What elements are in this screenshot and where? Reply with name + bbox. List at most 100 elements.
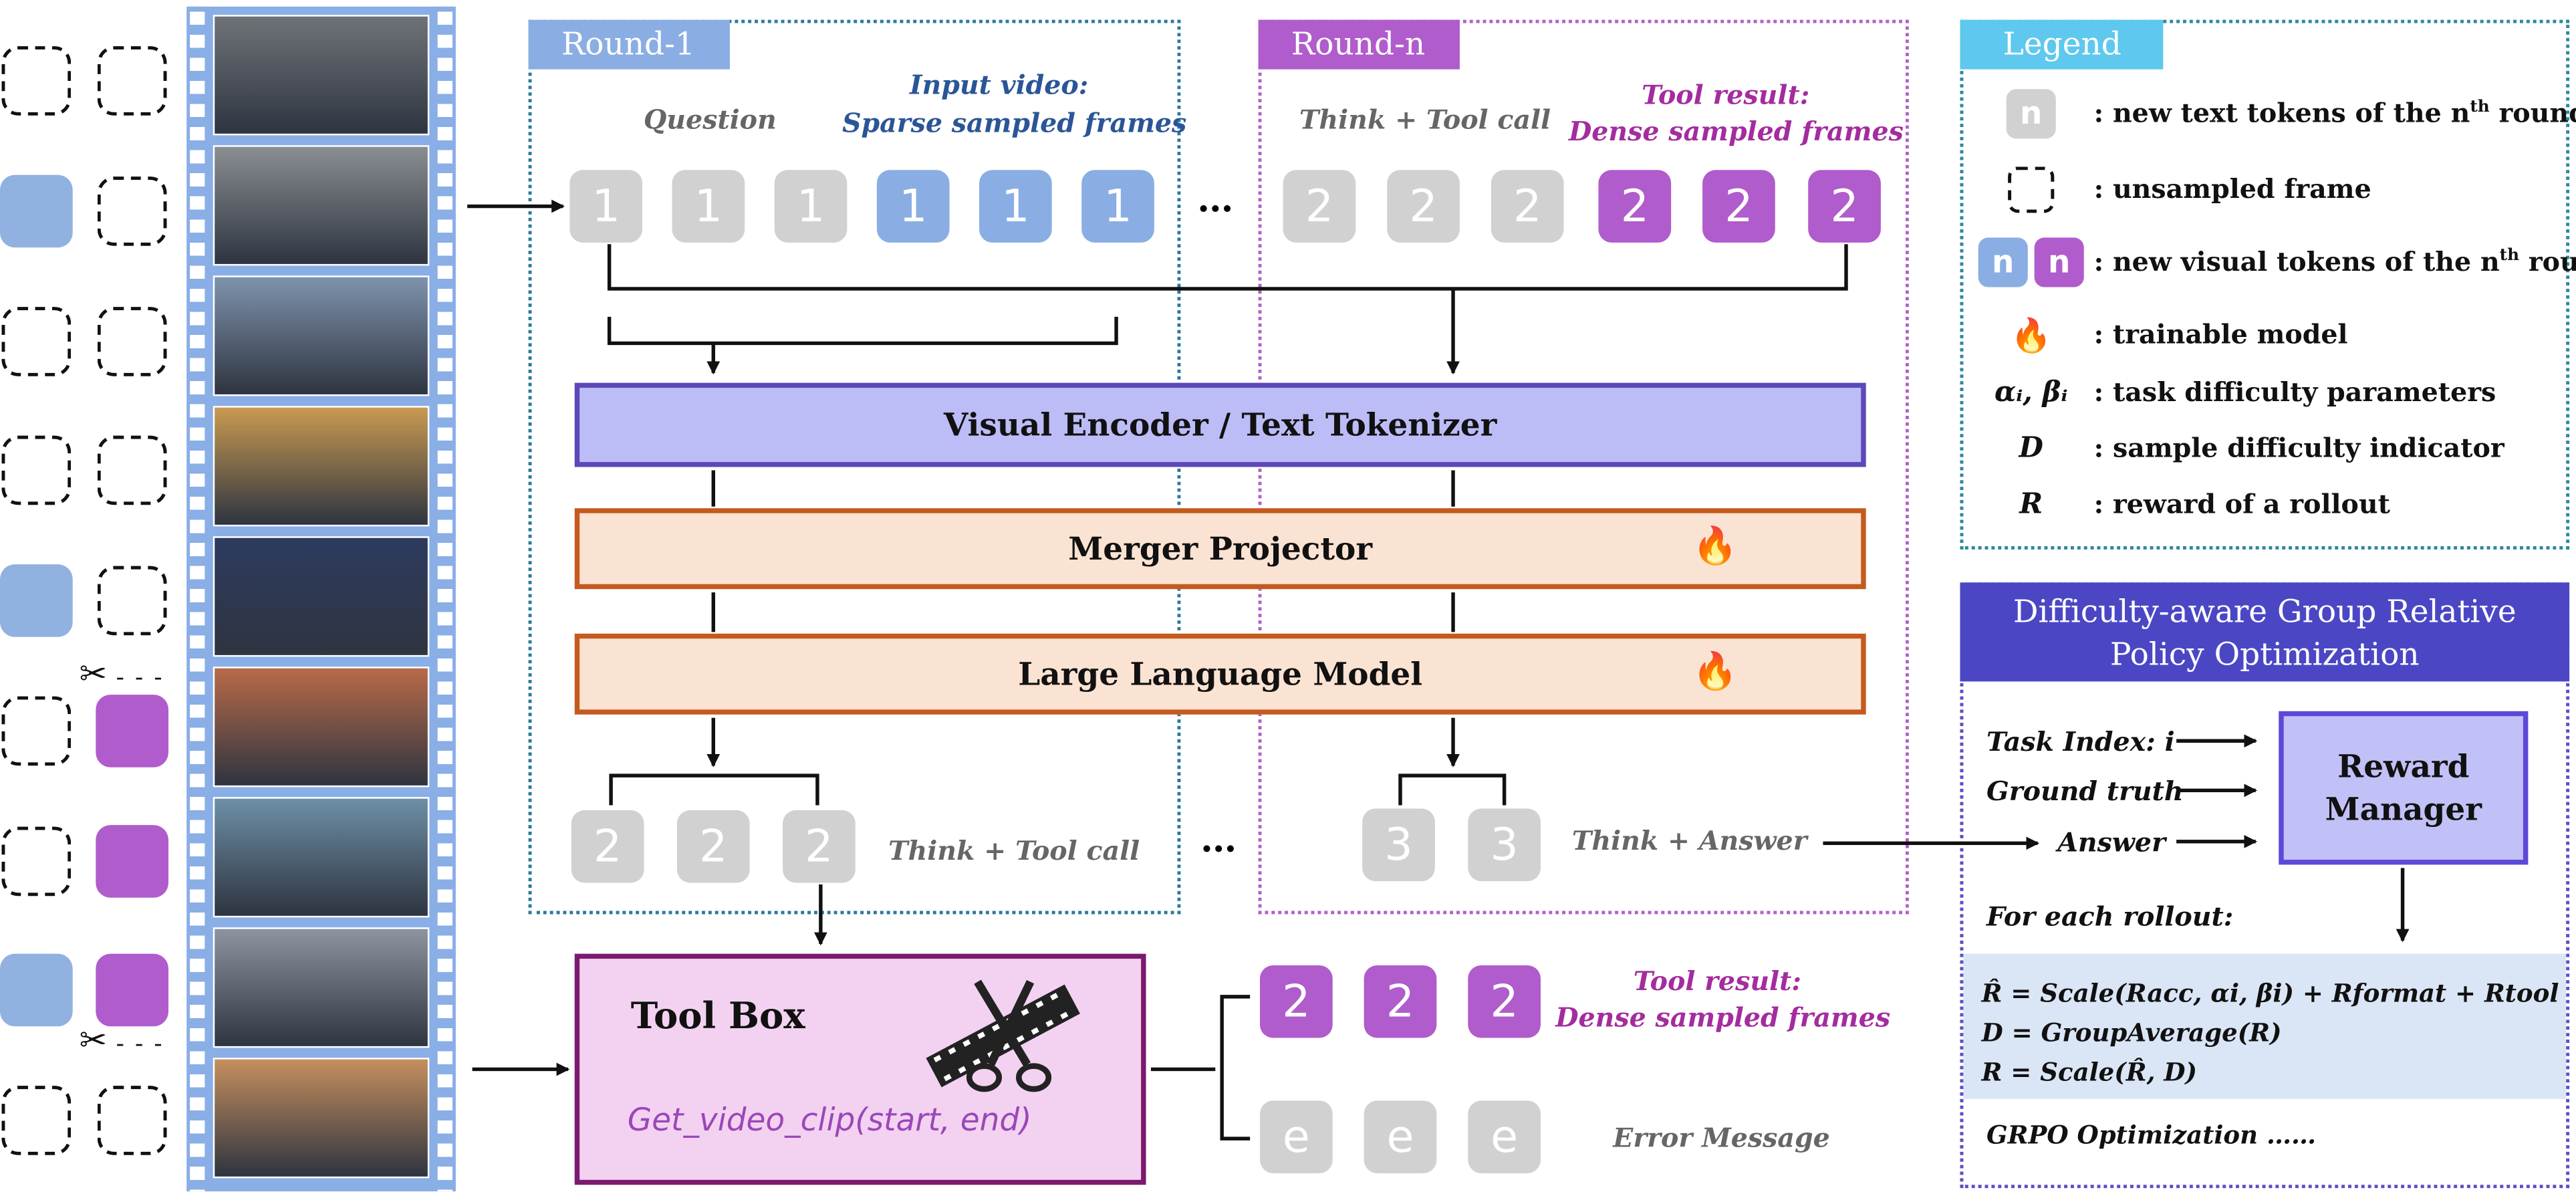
output-text-token: 2 — [676, 810, 750, 883]
equation-2: D = GroupAverage(R) — [1981, 1017, 2282, 1048]
think-tool-call-label: Think + Tool call — [1299, 104, 1551, 136]
legend-d-row: D : sample difficulty indicator — [1965, 424, 2559, 473]
dense-sampled-marker — [96, 695, 168, 767]
film-sprocket-holes — [190, 6, 205, 1192]
ground-truth-label: Ground truth — [1986, 775, 2184, 807]
sparse-sampled-marker — [0, 564, 73, 637]
legend-description: : unsampled frame — [2093, 173, 2371, 205]
film-scissors-graphic — [926, 979, 1080, 1092]
text-token: 1 — [774, 170, 848, 243]
equation-3: R = Scale(R̂, D) — [1981, 1058, 2198, 1088]
error-token: e — [1259, 1100, 1333, 1173]
legend-description: : task difficulty parameters — [2093, 376, 2496, 408]
legend-text: : new visual tokens of the n — [2093, 245, 2500, 277]
legend-tag: Legend — [1960, 19, 2164, 70]
think-tool-call-label: Think + Tool call — [888, 834, 1140, 866]
toolbox-output-bracket — [1220, 995, 1251, 1141]
output-text-token: 2 — [571, 810, 644, 883]
video-frame — [213, 927, 430, 1048]
grpo-title-line1: Difficulty-aware Group Relative — [2013, 594, 2517, 630]
legend-visual-token-row: n n : new visual tokens of the nth round — [1965, 237, 2576, 287]
legend-unsampled-frame — [2008, 166, 2055, 213]
output-text-token: 3 — [1468, 808, 1541, 882]
question-label: Question — [643, 104, 777, 136]
flame-icon: 🔥 — [2010, 315, 2052, 355]
get-video-clip-function: Get_video_clip(start, end) — [627, 1102, 1032, 1139]
video-frame — [213, 797, 430, 918]
legend-text: round — [2498, 97, 2576, 129]
unsampled-frame-marker — [97, 46, 167, 116]
roundn-output-bracket — [1398, 773, 1507, 806]
reward-manager-box: Reward Manager — [2279, 711, 2529, 865]
legend-symbol: D — [2019, 432, 2043, 466]
visual-encoder-bar: Visual Encoder / Text Tokenizer — [574, 382, 1866, 467]
unsampled-frame-marker — [97, 307, 167, 376]
grpo-title-line2: Policy Optimization — [2109, 636, 2420, 674]
visual-token: 1 — [979, 170, 1052, 243]
text-token: 1 — [569, 170, 643, 243]
unsampled-frame-marker — [1, 826, 72, 896]
legend-symbol: n — [1965, 89, 2097, 139]
text-token: 1 — [672, 170, 745, 243]
tool-result-token: 2 — [1259, 965, 1333, 1038]
text-token: 2 — [1283, 170, 1356, 243]
film-scissors-icon — [912, 973, 1093, 1097]
sparse-sampled-marker — [0, 174, 73, 248]
legend-symbol: R — [2019, 488, 2043, 521]
legend-visual-token-blue: n — [1978, 237, 2028, 287]
video-frame — [213, 667, 430, 788]
video-frame — [213, 145, 430, 266]
video-frame — [213, 1058, 430, 1179]
flame-icon: 🔥 — [1692, 651, 1738, 693]
unsampled-frame-marker — [97, 435, 167, 505]
visual-token: 2 — [1702, 170, 1775, 243]
legend-description: : sample difficulty indicator — [2093, 432, 2504, 464]
grpo-optimization-label: GRPO Optimization …… — [1986, 1120, 2317, 1151]
tool-result-token: 2 — [1364, 965, 1437, 1038]
film-sprocket-holes — [437, 6, 453, 1192]
input-video-label-line2: Sparse sampled frames — [842, 107, 1187, 139]
round-1-tag: Round-1 — [528, 19, 730, 70]
visual-token: 2 — [1598, 170, 1672, 243]
legend-visual-token-purple: n — [2034, 237, 2084, 287]
video-frame — [213, 406, 430, 527]
input-video-label-line1: Input video: — [909, 69, 1089, 101]
unsampled-frame-marker — [1, 435, 72, 505]
round-n-tag: Round-n — [1258, 19, 1460, 70]
answer-label: Answer — [2057, 826, 2166, 858]
legend-unsampled-row: : unsampled frame — [1965, 165, 2559, 215]
legend-text: : new text tokens of the n — [2093, 97, 2470, 129]
unsampled-frame-marker — [1, 46, 72, 116]
legend-symbol — [1965, 165, 2097, 215]
legend-text-token: n — [2006, 89, 2056, 139]
task-index-label: Task Index: i — [1986, 726, 2175, 757]
grpo-header: Difficulty-aware Group Relative Policy O… — [1960, 582, 2570, 682]
round1-output-bracket — [609, 773, 819, 806]
video-frame — [213, 275, 430, 396]
video-frame — [213, 15, 430, 136]
unsampled-frame-marker — [97, 566, 167, 636]
large-language-model-bar: Large Language Model — [574, 633, 1866, 715]
dense-sampled-marker — [96, 953, 168, 1027]
unsampled-frame-marker — [1, 307, 72, 376]
scissors-symbol: ✂ — [79, 1020, 108, 1060]
visual-token: 1 — [1081, 170, 1154, 243]
scissors-symbol: ✂ — [79, 653, 108, 693]
error-token: e — [1468, 1100, 1541, 1173]
for-each-rollout-label: For each rollout: — [1986, 901, 2234, 933]
reward-manager-line2: Manager — [2325, 791, 2482, 828]
legend-superscript: th — [2499, 247, 2520, 265]
visual-token: 2 — [1808, 170, 1881, 243]
ellipsis: … — [1197, 178, 1234, 221]
legend-superscript: th — [2470, 98, 2490, 117]
legend-description: : new visual tokens of the nth round — [2094, 246, 2576, 277]
unsampled-frame-marker — [1, 696, 72, 766]
error-token: e — [1364, 1100, 1437, 1173]
equation-box — [1963, 953, 2567, 1099]
scissors-icon: ✂ - - - — [79, 653, 164, 693]
tool-result-label-line2: Dense sampled frames — [1568, 115, 1904, 147]
legend-description: : trainable model — [2093, 318, 2348, 350]
error-message-label: Error Message — [1613, 1122, 1830, 1154]
